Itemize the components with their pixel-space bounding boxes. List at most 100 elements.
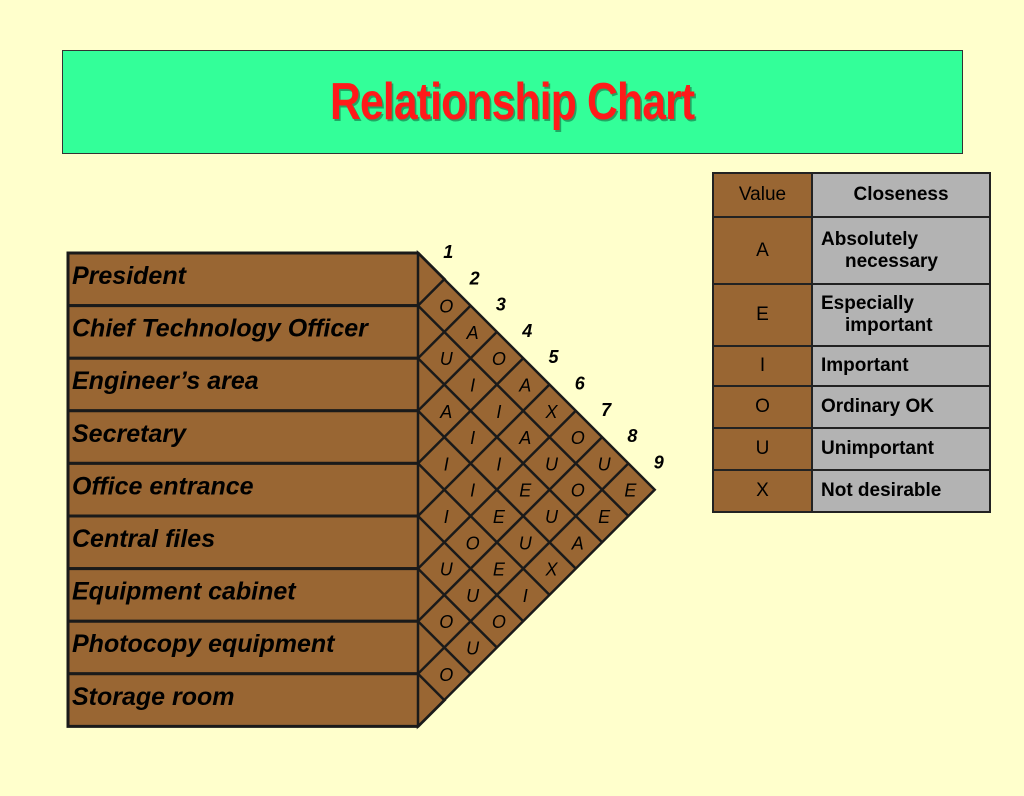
legend-value: A [712,216,813,285]
matrix-gridline [417,278,446,307]
matrix-gridline [417,357,603,544]
legend-row: U Unimportant [712,427,991,471]
legend-header-row: Value Closeness [712,172,991,218]
legend-closeness-line1: Especially [821,293,914,314]
relationship-code: O [571,428,585,448]
legend-closeness-line1: Important [821,355,909,376]
relationship-code: X [544,402,558,422]
relationship-code: O [492,612,506,632]
legend-closeness: Important [811,345,991,387]
legend-closeness-line1: Unimportant [821,438,934,459]
department-label: Photocopy equipment [72,630,336,658]
legend-closeness-line2: necessary [845,250,938,272]
legend-value: I [712,345,813,387]
legend-row: E Especially important [712,283,991,347]
relationship-code: O [439,612,453,632]
relationship-code: U [466,586,480,606]
legend-closeness: Unimportant [811,427,991,471]
relationship-code: I [470,376,475,396]
legend-row: A Absolutely necessary [712,216,991,285]
legend-row: X Not desirable [712,469,991,513]
matrix-gridline [417,409,577,570]
relationship-code: U [545,507,559,527]
relationship-code: O [571,481,585,501]
relationship-code: E [493,560,506,580]
relationship-code: U [545,454,559,474]
legend-closeness-line2: important [845,315,933,336]
column-number: 1 [443,242,453,262]
matrix-gridline [417,567,498,649]
column-number: 2 [469,268,480,288]
legend-row: I Important [712,345,991,387]
department-label: Engineer’s area [72,367,259,395]
closeness-legend-table: Value Closeness A Absolutely necessary E… [712,172,991,513]
legend-closeness-line1: Absolutely [821,228,919,250]
relationship-code: I [470,481,475,501]
department-label: Chief Technology Officer [72,315,369,343]
title-banner: Relationship Chart [62,50,963,154]
matrix-gridline [417,462,630,675]
column-number: 7 [601,400,612,420]
legend-closeness: Not desirable [811,469,991,513]
legend-row: O Ordinary OK [712,385,991,429]
page-title: Relationship Chart [330,73,695,131]
legend-value: E [712,283,813,347]
matrix-gridline [417,304,472,360]
matrix-gridline [417,462,551,596]
column-number: 8 [627,426,637,446]
relationship-code: U [598,454,612,474]
relationship-code: I [470,428,475,448]
relationship-code: U [466,639,480,659]
relationship-code: A [518,376,531,396]
relationship-code: U [519,533,533,553]
department-label: Central files [72,525,215,553]
relationship-code: A [439,402,452,422]
department-label: President [72,262,188,290]
matrix-gridline [417,436,603,623]
column-number: 4 [521,321,532,341]
relationship-matrix [416,249,657,730]
relationship-code: O [439,297,453,317]
relationship-code: X [544,560,558,580]
relationship-code: I [496,454,501,474]
matrix-gridline [417,672,446,701]
legend-closeness-line1: Not desirable [821,480,942,501]
relationship-code: O [439,665,453,685]
relationship-code: I [523,586,528,606]
column-number: 3 [496,295,506,315]
legend-header-value: Value [712,172,813,218]
relationship-code: I [444,454,449,474]
matrix-gridline [417,331,498,412]
legend-closeness: Especially important [811,283,991,347]
relationship-code: I [444,507,449,527]
relationship-code: E [493,507,506,527]
relationship-code: A [518,428,531,448]
matrix-gridline [417,383,551,517]
relationship-code: A [571,533,584,553]
department-label: Storage room [72,683,235,711]
legend-header-closeness: Closeness [811,172,991,218]
legend-value: O [712,385,813,429]
relationship-code: E [624,481,637,501]
column-number: 9 [654,452,664,472]
legend-closeness: Ordinary OK [811,385,991,429]
column-number: 6 [575,374,586,394]
department-label: Office entrance [72,472,254,500]
legend-value: X [712,469,813,513]
relationship-code: A [466,323,479,343]
relationship-code: I [496,402,501,422]
relationship-code: O [492,349,506,369]
legend-closeness: Absolutely necessary [811,216,991,285]
relationship-code: E [519,481,532,501]
column-number: 5 [548,347,559,367]
matrix-gridline [417,357,525,465]
relationship-code: U [440,349,454,369]
relationship-code: U [440,560,454,580]
department-label: Secretary [72,420,187,448]
legend-value: U [712,427,813,471]
department-label: Equipment cabinet [72,578,297,606]
relationship-code: O [466,533,480,553]
legend-closeness-line1: Ordinary OK [821,396,934,417]
relationship-code: E [598,507,611,527]
